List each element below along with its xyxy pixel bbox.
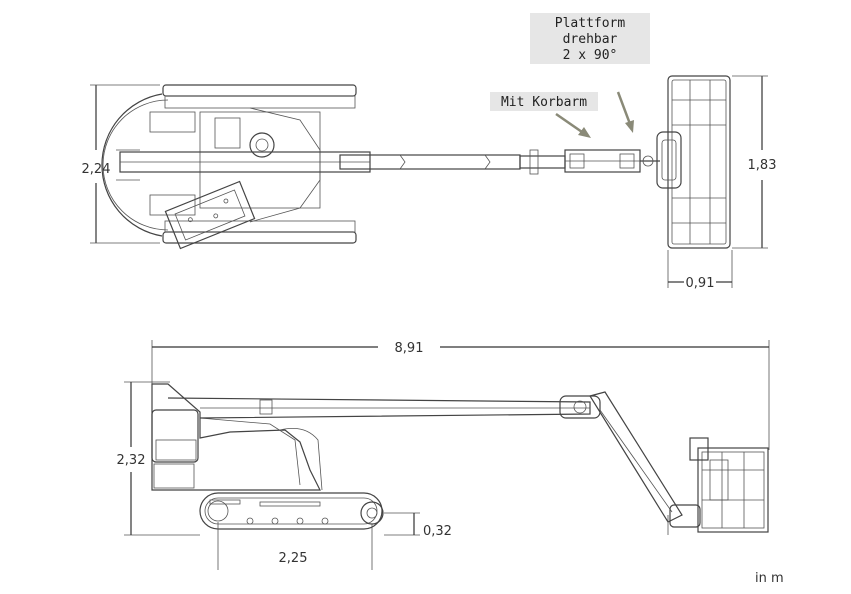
callout-arm: Mit Korbarm — [490, 92, 598, 138]
top-view: 2,24 1,83 0,91 Plattform drehbar 2 x 90° — [82, 13, 777, 291]
dim-ground-clearance-text: 0,32 — [423, 524, 452, 539]
callout-platform-line-2: drehbar — [563, 32, 618, 47]
dim-track-length-text: 2,25 — [279, 551, 308, 566]
dim-ground-clearance-0-32: 0,32 — [384, 512, 452, 539]
platform-top — [656, 75, 731, 249]
dim-width-text: 2,24 — [82, 162, 111, 177]
dim-platform-width-text: 0,91 — [686, 276, 715, 291]
arrow-icon — [578, 127, 591, 138]
dim-height-2-32: 2,32 — [117, 381, 200, 536]
dim-platform-length-1-83: 1,83 — [732, 75, 777, 249]
side-view: 8,91 2,32 — [117, 340, 770, 570]
callout-platform-line-3: 2 x 90° — [563, 48, 618, 63]
dim-platform-width-0-91: 0,91 — [667, 250, 733, 291]
boom-top — [119, 149, 660, 175]
machine-side — [151, 383, 769, 535]
dim-track-length-2-25: 2,25 — [217, 522, 373, 570]
dim-platform-length-text: 1,83 — [748, 158, 777, 173]
dim-total-length-text: 8,91 — [395, 341, 424, 356]
dim-total-length-8-91: 8,91 — [151, 340, 770, 450]
chassis-top — [101, 84, 357, 250]
callout-platform-line-1: Plattform — [555, 16, 626, 31]
callout-platform: Plattform drehbar 2 x 90° — [530, 13, 650, 133]
unit-note: in m — [755, 571, 784, 586]
callout-arm-text: Mit Korbarm — [501, 95, 587, 110]
dim-height-text: 2,32 — [117, 453, 146, 468]
dim-width-2-24: 2,24 — [82, 84, 160, 244]
arrow-icon — [625, 120, 634, 133]
